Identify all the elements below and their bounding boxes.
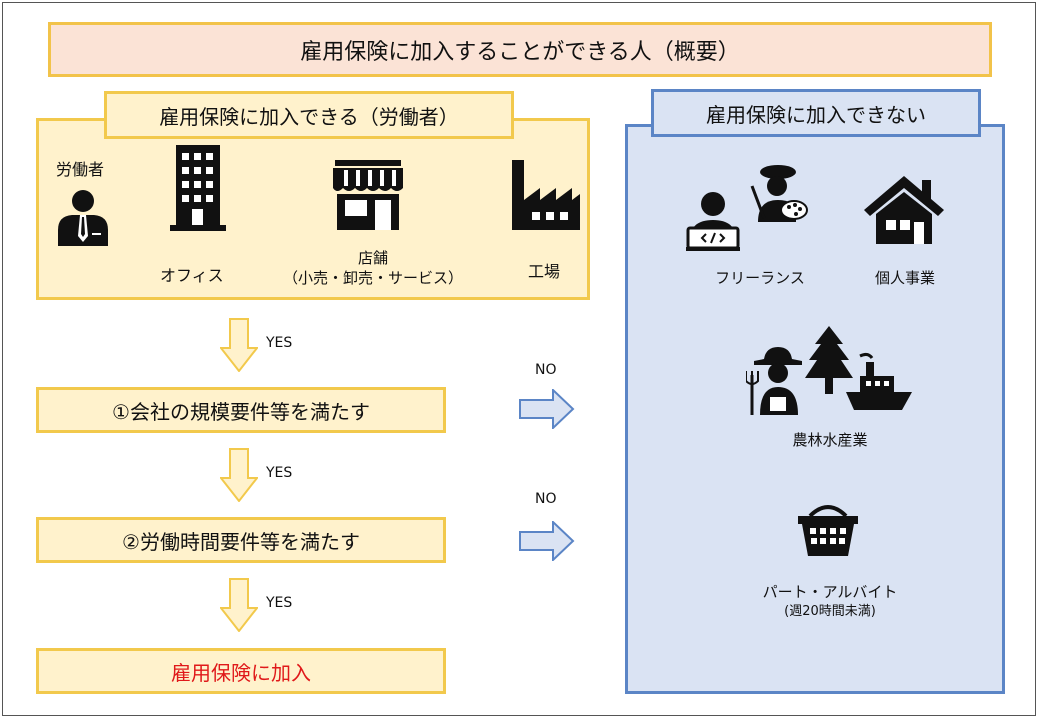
yes-label-1: YES: [266, 335, 293, 351]
result-text: 雇用保険に加入: [171, 660, 311, 685]
farmer-icon: [746, 347, 802, 415]
no-label-1: NO: [535, 362, 557, 378]
part-time-label: パート・アルバイト (週20時間未満): [740, 582, 920, 622]
person-icon: [58, 190, 108, 246]
page-title: 雇用保険に加入することができる人（概要）: [48, 22, 992, 77]
worker-label: 労働者: [56, 160, 105, 179]
step-2-text: ②労働時間要件等を満たす: [122, 529, 360, 554]
result-box: 雇用保険に加入: [36, 648, 446, 694]
yes-label-3: YES: [266, 595, 293, 611]
step-2-box: ②労働時間要件等を満たす: [36, 517, 446, 563]
step-1-box: ①会社の規模要件等を満たす: [36, 387, 446, 433]
store-label-line1: 店舗: [357, 249, 388, 267]
tree-icon: [805, 326, 853, 394]
factory-label: 工場: [528, 262, 561, 281]
programmer-icon: [686, 192, 740, 251]
right-arrow-icon: [519, 521, 575, 561]
office-label: オフィス: [160, 266, 224, 285]
painter-icon: [750, 165, 808, 222]
ineligible-panel: [625, 124, 1005, 694]
ship-icon: [846, 352, 912, 410]
basket-icon: [798, 505, 858, 556]
eligible-panel-label: 雇用保険に加入できる（労働者）: [104, 91, 514, 139]
right-arrow-icon: [519, 389, 575, 429]
agriculture-label: 農林水産業: [792, 431, 868, 449]
factory-icon: [512, 160, 580, 230]
store-icon: [333, 160, 403, 230]
step-1-text: ①会社の規模要件等を満たす: [112, 399, 370, 424]
store-label-line2: （小売・卸売・サービス）: [282, 269, 463, 287]
part-time-label-line2: (週20時間未満): [784, 604, 876, 619]
part-time-label-line1: パート・アルバイト: [762, 583, 898, 601]
no-label-2: NO: [535, 491, 557, 507]
store-label: 店舗 （小売・卸売・サービス）: [268, 248, 478, 288]
down-arrow-icon: [220, 448, 258, 502]
house-icon: [864, 176, 944, 244]
down-arrow-icon: [220, 578, 258, 632]
down-arrow-icon: [220, 318, 258, 372]
building-icon: [170, 145, 226, 231]
sole-proprietor-label: 個人事業: [874, 269, 935, 287]
ineligible-panel-label: 雇用保険に加入できない: [651, 89, 981, 137]
yes-label-2: YES: [266, 465, 293, 481]
freelance-label: フリーランス: [715, 269, 805, 287]
